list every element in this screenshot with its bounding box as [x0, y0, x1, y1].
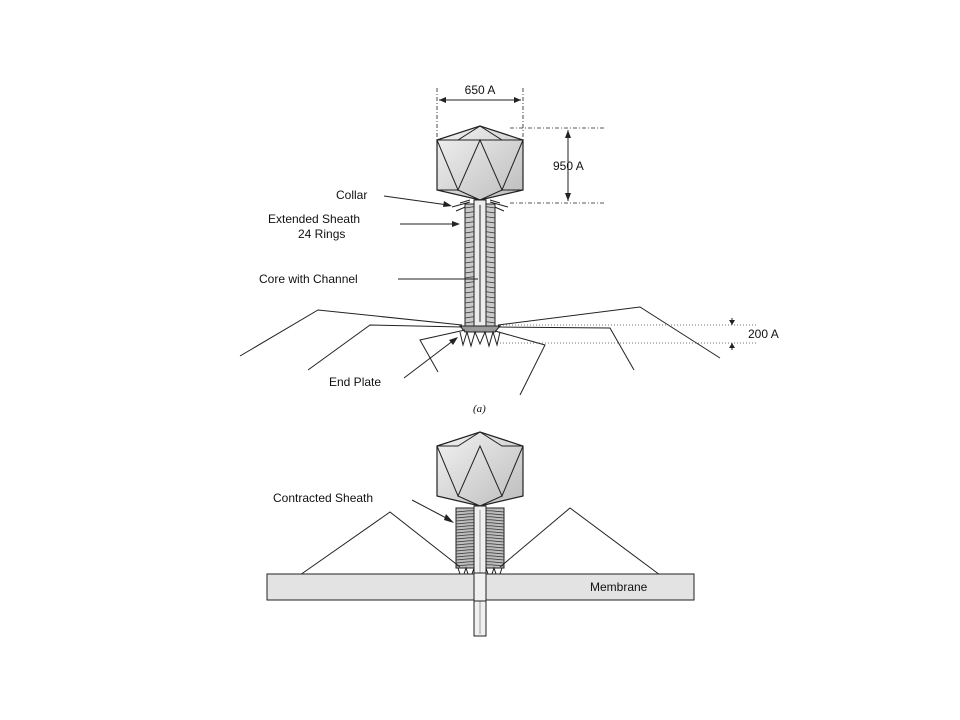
core-tube-b: [473, 505, 487, 637]
contracted-sheath-label: Contracted Sheath: [273, 491, 373, 505]
end-plate-callout: End Plate: [329, 337, 458, 389]
sheath-label-line1: Extended Sheath: [268, 212, 360, 226]
plate-height-label: 200 A: [748, 327, 779, 341]
contracted-sheath-callout: Contracted Sheath: [273, 491, 454, 523]
head-width-label: 650 A: [465, 83, 496, 97]
membrane: Membrane: [266, 572, 695, 602]
figure-b: Membrane Contracted Sheath: [266, 431, 695, 637]
extended-sheath: [464, 199, 496, 329]
collar-callout: Collar: [336, 188, 452, 207]
core-label: Core with Channel: [259, 272, 358, 286]
head-width-dimension: 650 A: [436, 83, 524, 140]
phage-head: [436, 125, 524, 201]
phage-head-b: [436, 431, 524, 507]
collar-label: Collar: [336, 188, 367, 202]
sheath-callout: Extended Sheath 24 Rings: [268, 212, 460, 241]
tail-fibers: [239, 306, 721, 396]
core-callout: Core with Channel: [259, 272, 478, 286]
sheath-label-line2: 24 Rings: [298, 227, 345, 241]
head-height-label: 950 A: [553, 159, 584, 173]
end-plate: [458, 325, 502, 348]
head-height-dimension: 950 A: [510, 127, 605, 204]
figure-a: 650 A 950 A: [239, 83, 779, 415]
collar: [451, 199, 509, 212]
end-plate-label: End Plate: [329, 375, 381, 389]
figure-a-caption: (a): [473, 403, 486, 415]
membrane-label: Membrane: [590, 580, 648, 594]
tail-fibers-b: [299, 507, 661, 576]
plate-height-dimension: 200 A: [500, 318, 779, 350]
